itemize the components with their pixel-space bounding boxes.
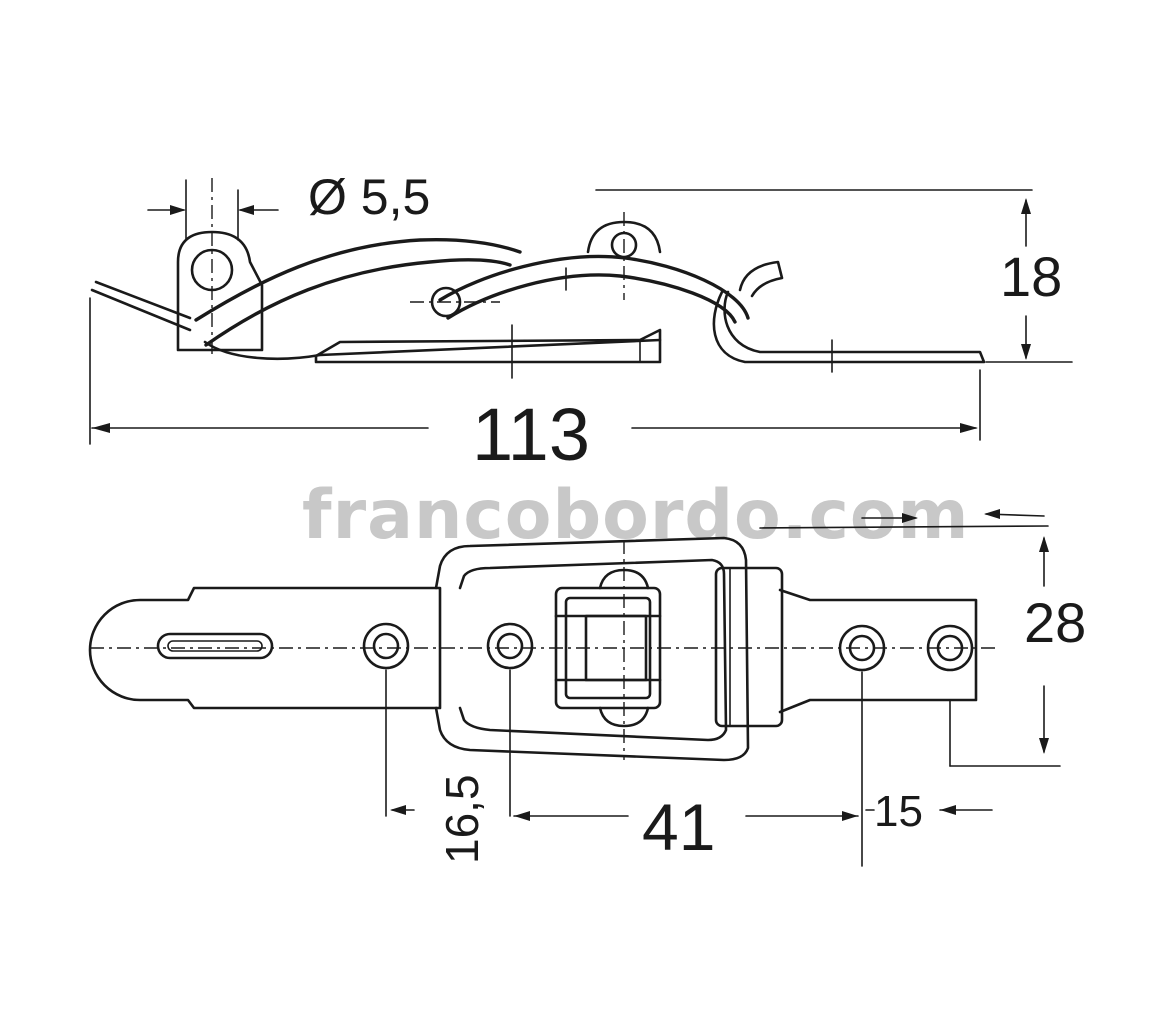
top-hole-2: [486, 622, 534, 670]
side-lever: [194, 237, 522, 347]
side-base-plate: [314, 328, 662, 364]
d165-arrow: [390, 805, 406, 815]
top-dimensions: 28 16,5 41 15: [385, 509, 1086, 867]
len-label: 113: [472, 393, 590, 476]
top-slot-inner: [167, 640, 263, 652]
w28-arrow-bottom: [1039, 738, 1049, 754]
top-frame-inner: [458, 558, 728, 742]
side-dimensions: Ø 5,5 18 113: [89, 169, 1073, 476]
side-lever-lower: [203, 338, 662, 361]
top-frame-outer: [434, 536, 750, 762]
top-base-strip-right: [778, 588, 978, 714]
top-lever-block: [714, 566, 784, 728]
len-arrow-left: [92, 423, 110, 433]
top-base-strip: [88, 586, 442, 710]
side-hook-arm: [438, 254, 750, 324]
top-view: [88, 536, 1000, 762]
w28-label: 28: [1024, 591, 1086, 654]
w28-ext-top: [759, 525, 1049, 529]
side-view: [90, 178, 986, 379]
side-catch-loop: [712, 260, 986, 364]
d41-label: 41: [642, 790, 715, 864]
d41-arrow-left: [514, 811, 530, 821]
d165-label: 16,5: [436, 774, 488, 864]
dia-label: Ø 5,5: [308, 169, 430, 225]
watermark-text: francobordo.com: [302, 476, 969, 555]
top-buckle-bottom-tab: [598, 706, 650, 728]
d15-arrow: [940, 805, 956, 815]
w28-arrow-top: [1039, 536, 1049, 552]
h18-label: 18: [1000, 245, 1062, 308]
top-slot: [156, 632, 274, 660]
d15-label: 15: [874, 787, 923, 836]
w28-mark-arrow-2: [984, 509, 1000, 519]
h18-arrow-bottom: [1021, 344, 1031, 360]
d41-arrow-right: [842, 811, 858, 821]
len-arrow-right: [960, 423, 978, 433]
side-spring-wire: [90, 280, 192, 332]
w28-mark-arrow-1: [902, 513, 918, 523]
dia-arrow-left: [170, 205, 186, 215]
top-hole-1: [362, 622, 410, 670]
h18-arrow-top: [1021, 198, 1031, 214]
dia-arrow-right: [238, 205, 254, 215]
